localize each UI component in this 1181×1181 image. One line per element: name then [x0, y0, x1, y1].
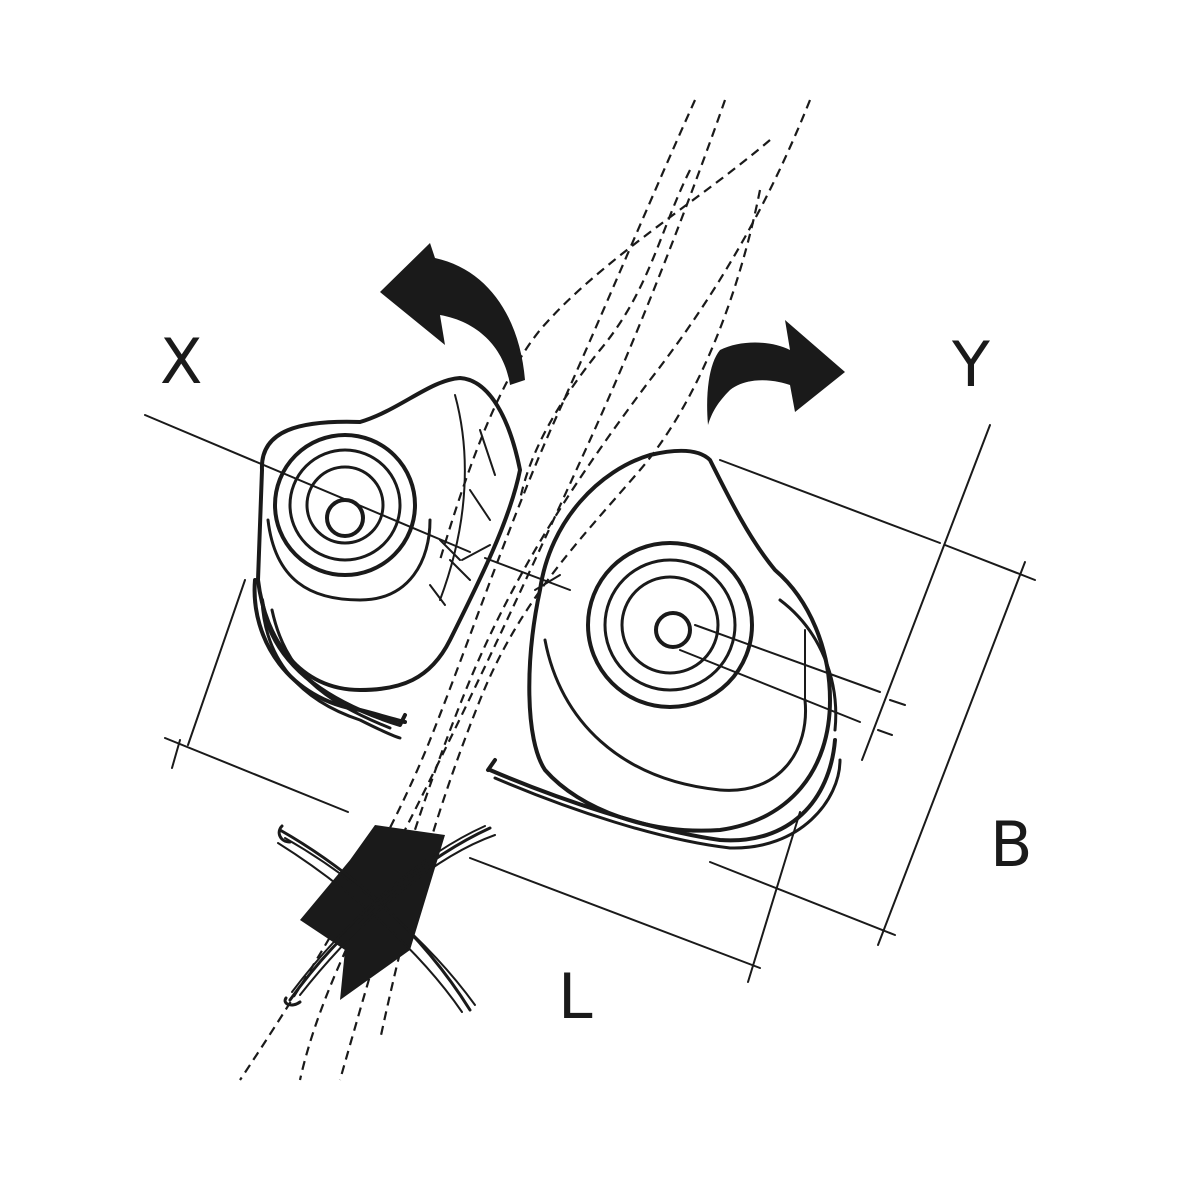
- curved-arrow-right-icon: [707, 320, 845, 425]
- centerline: [144, 414, 571, 591]
- cross-out-mark-icon: [277, 824, 496, 1013]
- label-y: Y: [951, 328, 990, 401]
- label-b: B: [990, 808, 1033, 881]
- dimension-lines: [164, 424, 1036, 983]
- curved-arrow-left-icon: [380, 243, 525, 385]
- label-l: L: [558, 960, 593, 1033]
- left-cam: [252, 376, 522, 740]
- base-plate: [260, 598, 497, 772]
- label-x: X: [160, 325, 202, 398]
- right-cam: [488, 448, 842, 850]
